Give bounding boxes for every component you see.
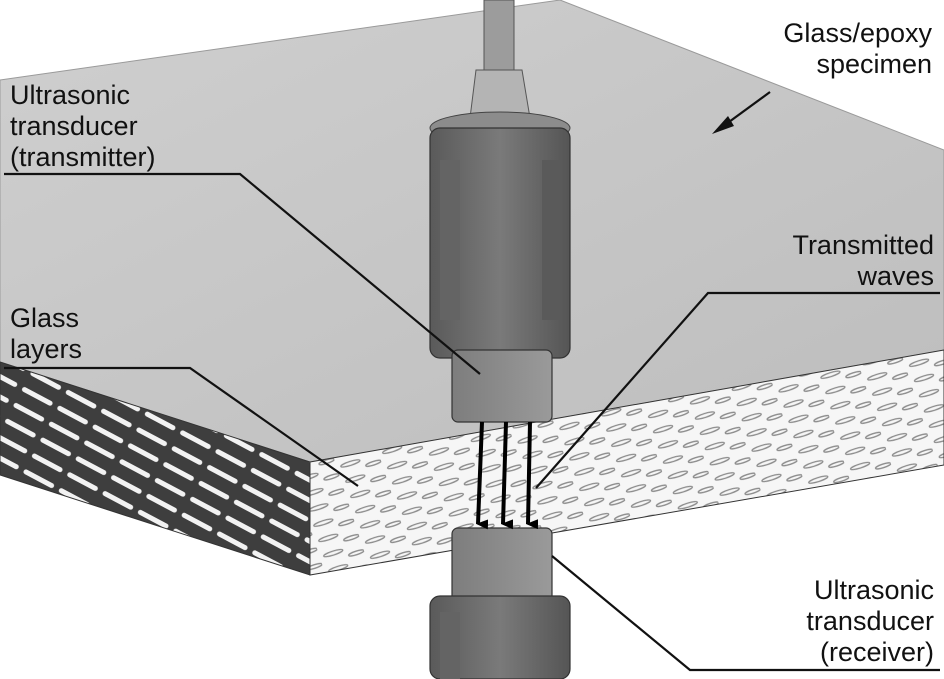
leader-transmitter bbox=[4, 172, 481, 375]
transmitter-cable bbox=[483, 0, 515, 71]
label-transmitter: Ultrasonic transducer (transmitter) bbox=[10, 80, 156, 172]
wave-arrow bbox=[526, 421, 539, 530]
label-transmitted-waves: Transmitted waves bbox=[792, 230, 934, 291]
label-specimen: Glass/epoxy specimen bbox=[783, 18, 932, 79]
transmitted-wave-arrows bbox=[476, 421, 539, 530]
leader-waves bbox=[535, 291, 940, 489]
label-glass-layers: Glass layers bbox=[10, 303, 83, 364]
label-receiver: Ultrasonic transducer (receiver) bbox=[806, 575, 934, 667]
wave-arrow bbox=[501, 421, 514, 530]
transmitter-face bbox=[451, 349, 553, 423]
receiver-face bbox=[451, 527, 553, 605]
leader-glass-layers bbox=[4, 366, 359, 487]
leader-receiver bbox=[551, 555, 940, 672]
receiver-transducer bbox=[429, 527, 571, 679]
leader-lines bbox=[4, 91, 940, 672]
specimen-front-face bbox=[309, 349, 944, 576]
receiver-body bbox=[429, 595, 571, 679]
transmitter-transducer bbox=[429, 0, 571, 423]
wave-arrow bbox=[476, 421, 489, 530]
